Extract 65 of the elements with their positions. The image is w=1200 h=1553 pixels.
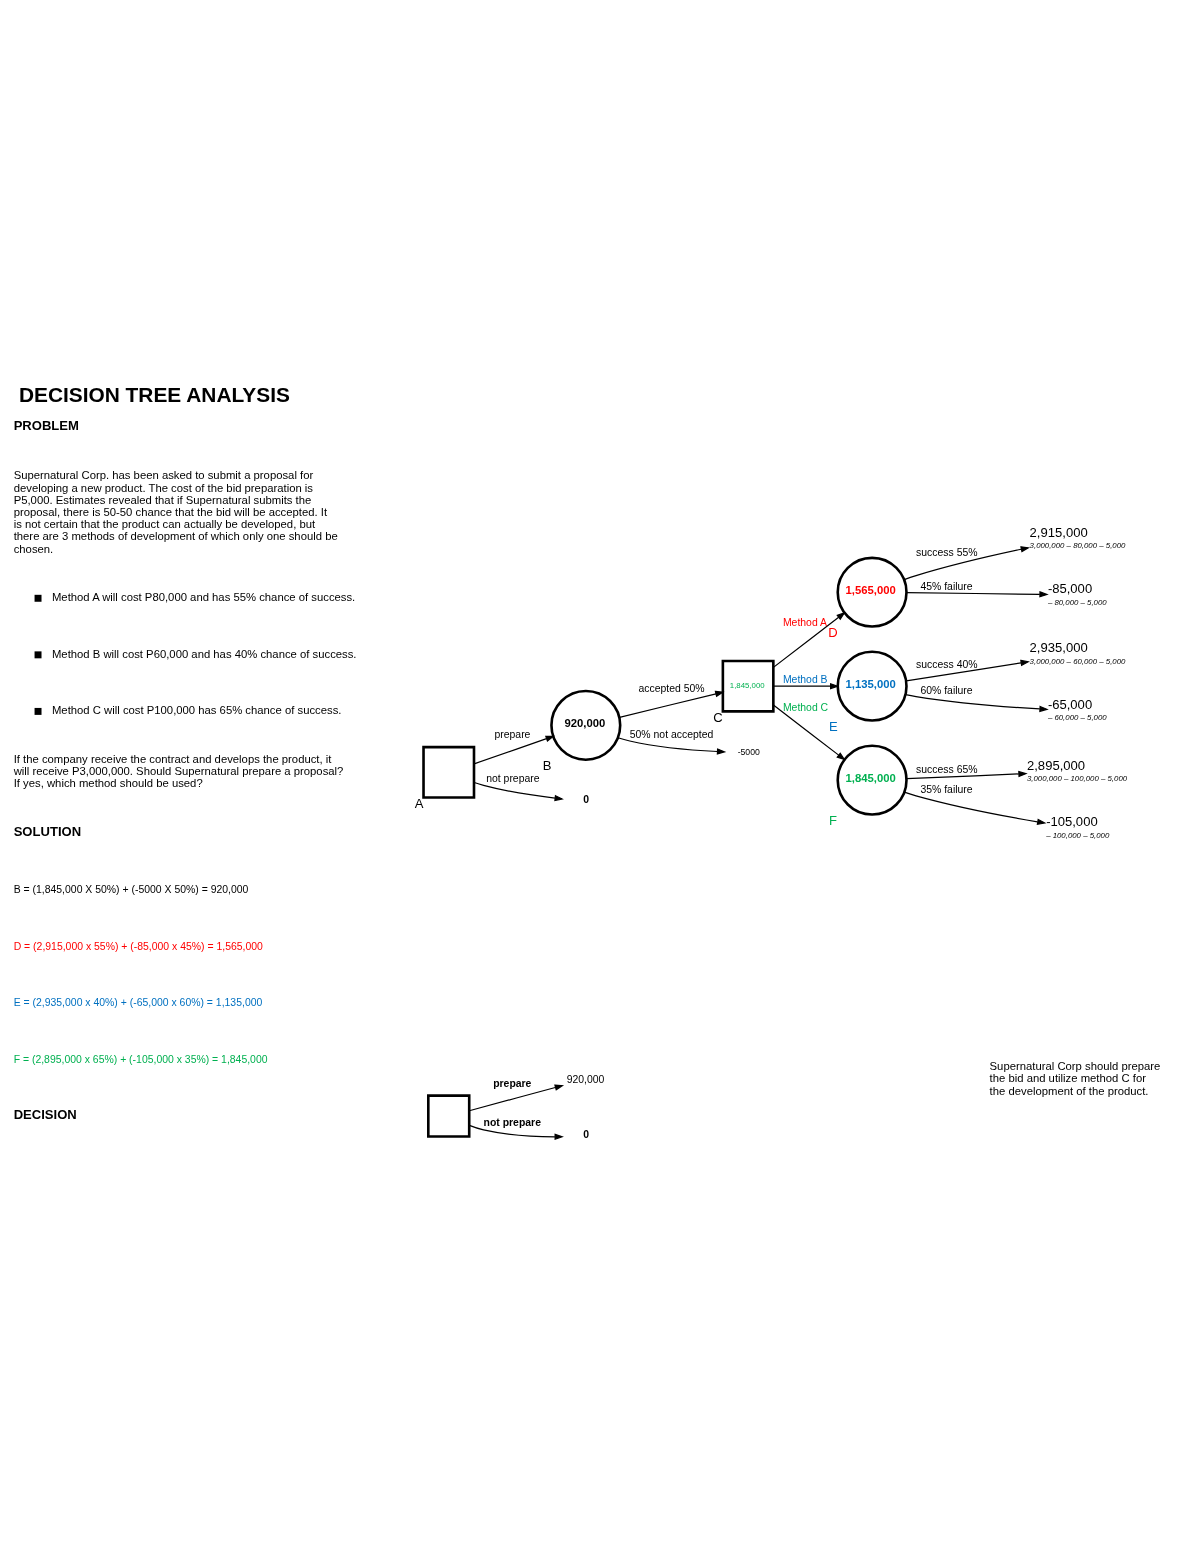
- node-text: 0: [583, 794, 590, 806]
- node-text: 0: [583, 1129, 590, 1141]
- diagram-title: DECISION TREE ANALYSIS: [18, 382, 290, 406]
- node-label: A: [414, 796, 424, 811]
- node-text: -105,000 – 100,000 – 5,000: [1046, 814, 1110, 840]
- edge-label: 35% failure: [920, 783, 973, 795]
- edge-label: Method B: [782, 674, 828, 686]
- node-label: B: [542, 758, 552, 774]
- label: Method B will cost P60,000 and has 40% chance of success.: [51, 647, 357, 660]
- node-circle: 920,000: [550, 689, 622, 761]
- arrow: [903, 791, 1047, 825]
- node-text: -5000: [737, 746, 760, 757]
- label: E = (2,935,000 x 40%) + (-65,000 x 60%) = 1,135,000: [13, 997, 263, 1009]
- node-box: [427, 1094, 471, 1138]
- edge-label: Method C: [782, 702, 829, 714]
- label: B = (1,845,000 X 50%) + (-5000 X 50%) = 920,000: [13, 883, 249, 895]
- node-text: -85,000 – 80,000 – 5,000: [1047, 581, 1107, 607]
- arrow: [772, 704, 846, 761]
- arrow: [618, 690, 725, 718]
- arrow: [772, 682, 840, 690]
- label: Method A will cost P80,000 and has 55% chance of success.: [51, 591, 356, 604]
- node-label: D: [828, 625, 838, 641]
- arrow: [905, 591, 1049, 598]
- label: Supernatural Corp. has been asked to submit a proposal for developing a new product. The cost of the bid preparation is P5,000. Estimates revealed that if Supernatural submits the proposal, there is 50-50 chance that the bid will be accepted. It is not certain that the product can actually be developed, but there are 3 methods of development of which only one should be chosen.: [13, 469, 338, 555]
- edge-label: success 40%: [916, 658, 978, 670]
- edge-label: 60% failure: [920, 684, 973, 696]
- node-text: 2,895,000 3,000,000 – 100,000 – 5,000: [1027, 757, 1128, 784]
- arrow: [904, 694, 1049, 713]
- arrow: [473, 735, 555, 765]
- edge-label: 50% not accepted: [629, 729, 714, 741]
- label: PROBLEM: [13, 418, 79, 434]
- edge-label: not prepare: [486, 773, 540, 785]
- arrow: [905, 659, 1030, 682]
- label: D = (2,915,000 x 55%) + (-85,000 x 45%) = 1,565,000: [13, 940, 263, 952]
- arrow: [905, 770, 1028, 780]
- node-label: E: [829, 718, 838, 734]
- label: If the company receive the contract and develops the product, it will receive P3,000,000. Should Supernatural prepare a proposal? If yes, which method should be used?: [13, 753, 344, 790]
- edge-label: 45% failure: [920, 581, 973, 593]
- node-text: 2,915,000 3,000,000 – 80,000 – 5,000: [1029, 524, 1126, 550]
- label: Method C will cost P100,000 has 65% chance of success.: [51, 704, 342, 717]
- arrow: [473, 781, 564, 802]
- node-text: -65,000 – 60,000 – 5,000: [1047, 696, 1107, 723]
- arrow: [468, 1084, 565, 1112]
- label: Supernatural Corp should prepare the bid and utilize method C for the development of the product.: [989, 1060, 1161, 1097]
- node-circle: 1,135,000: [836, 650, 908, 722]
- label: F = (2,895,000 x 65%) + (-105,000 x 35%) = 1,845,000: [13, 1053, 268, 1065]
- node-label: C: [713, 709, 723, 725]
- edge-label: success 55%: [916, 547, 978, 559]
- label: DECISION: [13, 1106, 77, 1122]
- edge-label: Method A: [782, 616, 828, 628]
- arrow: [772, 611, 846, 668]
- arrow: [617, 737, 727, 755]
- edge-label: success 65%: [916, 763, 978, 775]
- node-text: 920,000: [566, 1073, 605, 1085]
- node-box: 1,845,000: [721, 659, 775, 713]
- edge-label: accepted 50%: [638, 682, 705, 694]
- edge-label: prepare: [494, 729, 531, 741]
- node-text: 2,935,000 3,000,000 – 60,000 – 5,000: [1029, 640, 1126, 666]
- node-box: [422, 745, 476, 799]
- arrow: [903, 546, 1031, 581]
- edge-label: not prepare: [483, 1117, 541, 1129]
- edge-label: prepare: [493, 1077, 532, 1089]
- arrow: [468, 1124, 564, 1141]
- label: SOLUTION: [13, 823, 82, 839]
- node-label: F: [829, 812, 838, 828]
